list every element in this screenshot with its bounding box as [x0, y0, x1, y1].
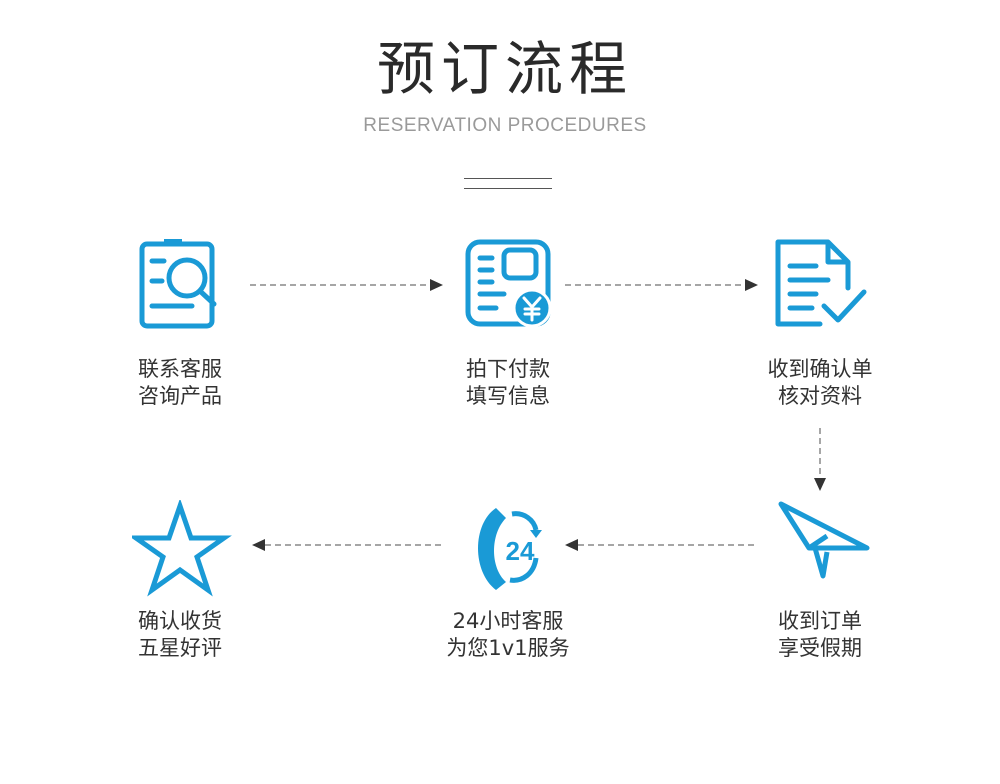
- divider-line: [464, 188, 552, 189]
- star-icon: [132, 500, 232, 597]
- arrow-right: [250, 279, 443, 291]
- page-title: 预订流程: [376, 35, 633, 103]
- step-5-label: 24小时客服为您1v1服务: [446, 609, 570, 660]
- arrow-left: [565, 539, 758, 551]
- svg-text:24: 24: [506, 536, 535, 566]
- step-1-label: 联系客服咨询产品: [138, 357, 222, 408]
- document-check-icon: [775, 239, 867, 327]
- step-3-label: 收到确认单核对资料: [767, 357, 873, 408]
- page-subtitle: RESERVATION PROCEDURES: [363, 115, 647, 136]
- step-6-label: 确认收货五星好评: [138, 609, 222, 660]
- arrow-right: [565, 279, 758, 291]
- arrow-down: [814, 428, 826, 491]
- divider-line: [464, 178, 552, 179]
- arrow-left: [252, 539, 445, 551]
- step-2-label: 拍下付款填写信息: [466, 357, 550, 408]
- step-4-label: 收到订单享受假期: [778, 609, 862, 660]
- paper-plane-icon: [778, 501, 870, 579]
- clipboard-search-icon: [139, 239, 217, 329]
- form-payment-yuan-icon: [465, 239, 552, 328]
- 24-hour-service-icon: 24: [478, 508, 542, 590]
